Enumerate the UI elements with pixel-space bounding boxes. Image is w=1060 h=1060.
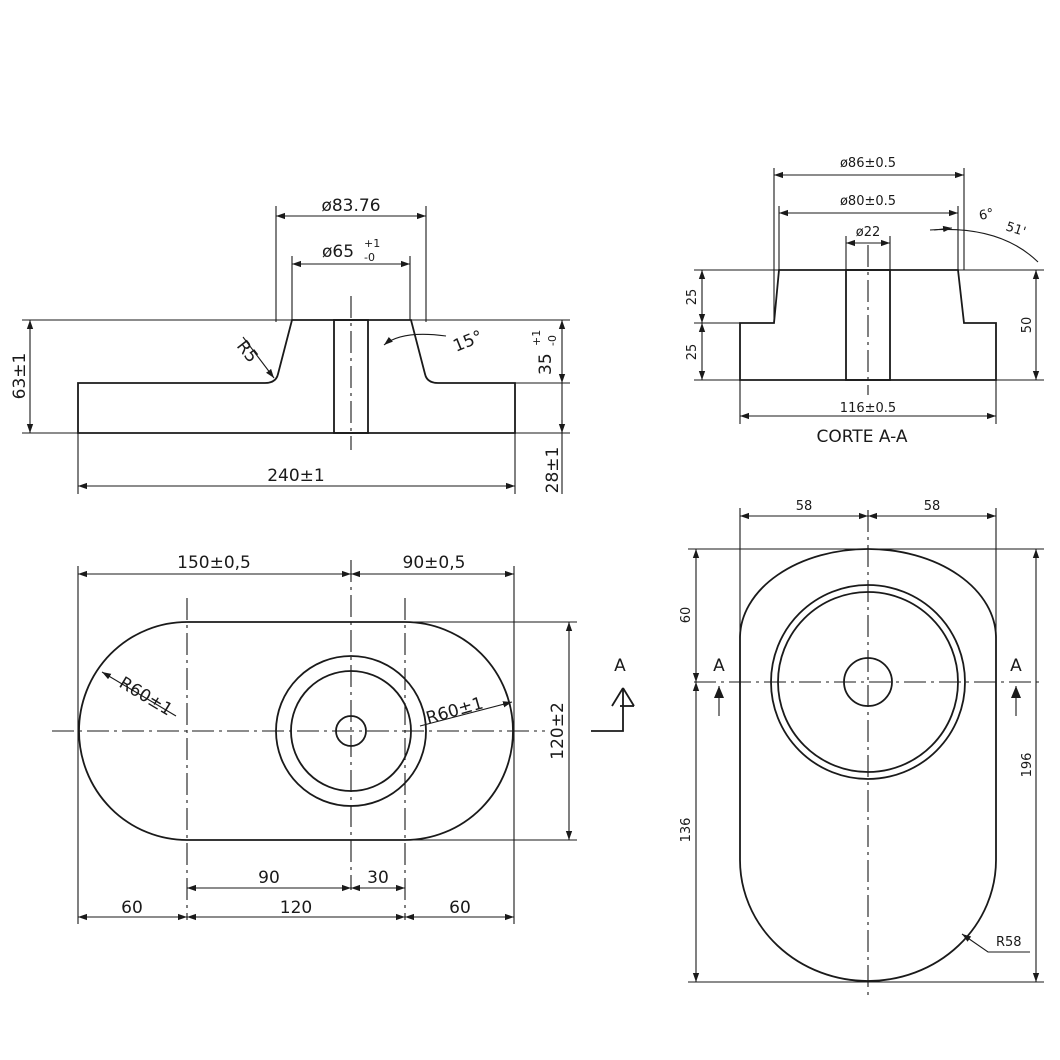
dim-angle-1: 6° xyxy=(978,206,996,224)
dim-radius-leader xyxy=(961,933,1030,953)
dim-90: 90 xyxy=(258,868,280,888)
dim-boss-tol-upper: +1 xyxy=(530,330,543,346)
dim-total-height: 63±1 xyxy=(10,353,30,400)
dim-boss-height: 35 xyxy=(536,353,556,375)
dim-height: 120±2 xyxy=(548,702,568,760)
front-view-bore xyxy=(333,319,369,434)
top-view: 150±0,5 90±0,5 R60±1 R60±1 120±2 90 30 6… xyxy=(52,553,635,924)
dim-left-offset: 150±0,5 xyxy=(177,553,251,573)
dim-bore-tol-upper: +1 xyxy=(364,237,380,250)
side-view-outline xyxy=(739,548,997,982)
dim-right-radius-leader xyxy=(419,701,513,727)
dim-boss-tol-lower: -0 xyxy=(546,335,559,346)
dim-left-radius-leader xyxy=(101,671,177,717)
section-letter: A xyxy=(614,656,626,676)
dim-total: 50 xyxy=(1020,317,1035,334)
front-view-profile xyxy=(77,319,516,434)
dim-136: 136 xyxy=(679,818,694,843)
dim-left-radius: R60±1 xyxy=(115,673,175,720)
dim-right-radius: R60±1 xyxy=(424,693,486,728)
dim-upper: 25 xyxy=(685,289,700,306)
dim-60-right: 60 xyxy=(449,898,471,918)
dim-58-left: 58 xyxy=(796,499,813,514)
dim-top-dia: ø83.76 xyxy=(321,196,380,216)
dim-hole-dia: ø22 xyxy=(856,225,881,240)
dim-60: 60 xyxy=(679,607,694,624)
section-caption: CORTE A-A xyxy=(816,427,907,447)
dim-base: 116±0.5 xyxy=(840,401,896,416)
dim-bore-dia: ø65 xyxy=(322,242,354,262)
section-view: ø86±0.5 ø80±0.5 ø22 6° 51' 25 25 50 1 xyxy=(685,156,1044,447)
side-view: 58 58 60 136 196 R58 A A xyxy=(679,499,1044,1000)
section-letter-left: A xyxy=(713,656,725,676)
dim-right-offset: 90±0,5 xyxy=(403,553,466,573)
dim-bore-tol-lower: -0 xyxy=(364,251,375,264)
dim-angle-2: 51' xyxy=(1004,220,1028,240)
dim-angle-arc xyxy=(383,333,447,346)
dim-width: 240±1 xyxy=(267,466,325,486)
dim-fillet-leader xyxy=(242,336,275,379)
dim-30: 30 xyxy=(367,868,389,888)
section-letter-right: A xyxy=(1010,656,1022,676)
dim-inner-dia: ø80±0.5 xyxy=(840,194,896,209)
dim-outer-dia: ø86±0.5 xyxy=(840,156,896,171)
front-view: ø83.76 ø65 +1 -0 R5 15° 63±1 35 +1 -0 28… xyxy=(10,196,570,494)
dim-angle: 15° xyxy=(450,327,485,357)
dim-196: 196 xyxy=(1020,753,1035,778)
dim-fillet: R5 xyxy=(232,337,262,367)
dim-lower: 25 xyxy=(685,344,700,361)
dim-120: 120 xyxy=(280,898,312,918)
dim-58-right: 58 xyxy=(924,499,941,514)
dim-60-left: 60 xyxy=(121,898,143,918)
dim-base-height: 28±1 xyxy=(543,447,563,494)
dim-radius: R58 xyxy=(996,935,1022,950)
section-marker: A xyxy=(591,656,635,732)
